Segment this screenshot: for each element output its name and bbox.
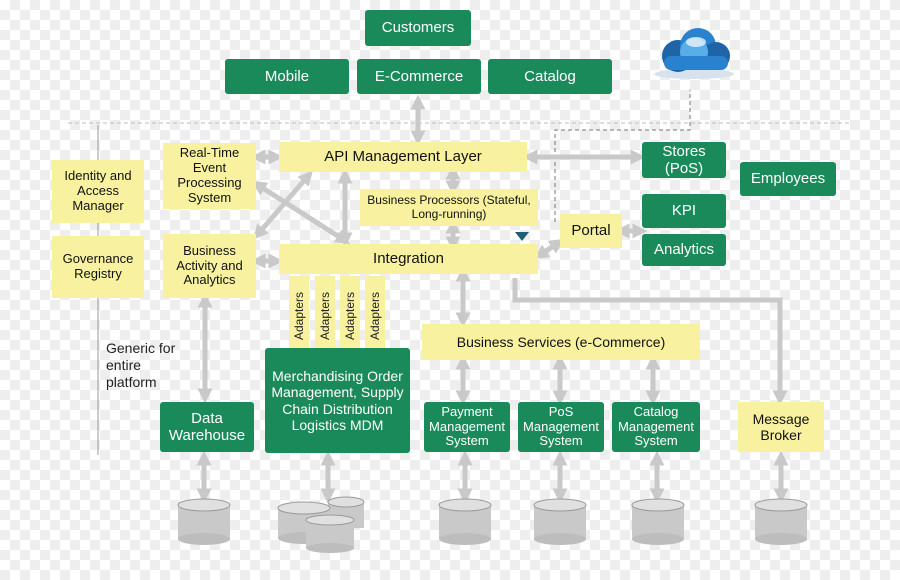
stores-pos-box: Stores (PoS) [642, 142, 726, 178]
api-management-layer: API Management Layer [279, 142, 527, 172]
kpi-box: KPI [642, 194, 726, 228]
governance-registry-box: Governance Registry [52, 236, 144, 298]
integration-layer: Integration [279, 244, 538, 274]
adapter-2: Adapters [315, 276, 335, 356]
database-icon [754, 498, 808, 545]
catalog-channel-box: Catalog [488, 59, 612, 94]
database-icon [631, 498, 685, 545]
adapter-1: Adapters [289, 276, 309, 356]
payment-management-box: Payment Management System [424, 402, 510, 452]
database-icon [533, 498, 587, 545]
database-icon [438, 498, 492, 545]
merchandising-box: Merchandising Order Management, Supply C… [265, 348, 410, 453]
database-icon [177, 498, 231, 545]
employees-box: Employees [740, 162, 836, 196]
business-processors-box: Business Processors (Stateful, Long-runn… [360, 189, 538, 226]
adapter-4: Adapters [365, 276, 385, 356]
cloud-icon [654, 28, 734, 79]
adapter-3: Adapters [340, 276, 360, 356]
mobile-box: Mobile [225, 59, 349, 94]
catalog-management-box: Catalog Management System [612, 402, 700, 452]
identity-manager-box: Identity and Access Manager [52, 160, 144, 223]
business-services-box: Business Services (e-Commerce) [422, 324, 700, 360]
generic-platform-label: Generic for entire platform [106, 340, 176, 390]
message-broker-box: Message Broker [738, 402, 824, 452]
realtime-event-box: Real-Time Event Processing System [163, 143, 256, 209]
database-cluster-icon [277, 496, 365, 553]
ecommerce-box: E-Commerce [357, 59, 481, 94]
portal-box: Portal [560, 214, 622, 248]
customers-box: Customers [365, 10, 471, 46]
analytics-box: Analytics [642, 234, 726, 266]
business-activity-box: Business Activity and Analytics [163, 234, 256, 298]
data-warehouse-box: Data Warehouse [160, 402, 254, 452]
pos-management-box: PoS Management System [518, 402, 604, 452]
